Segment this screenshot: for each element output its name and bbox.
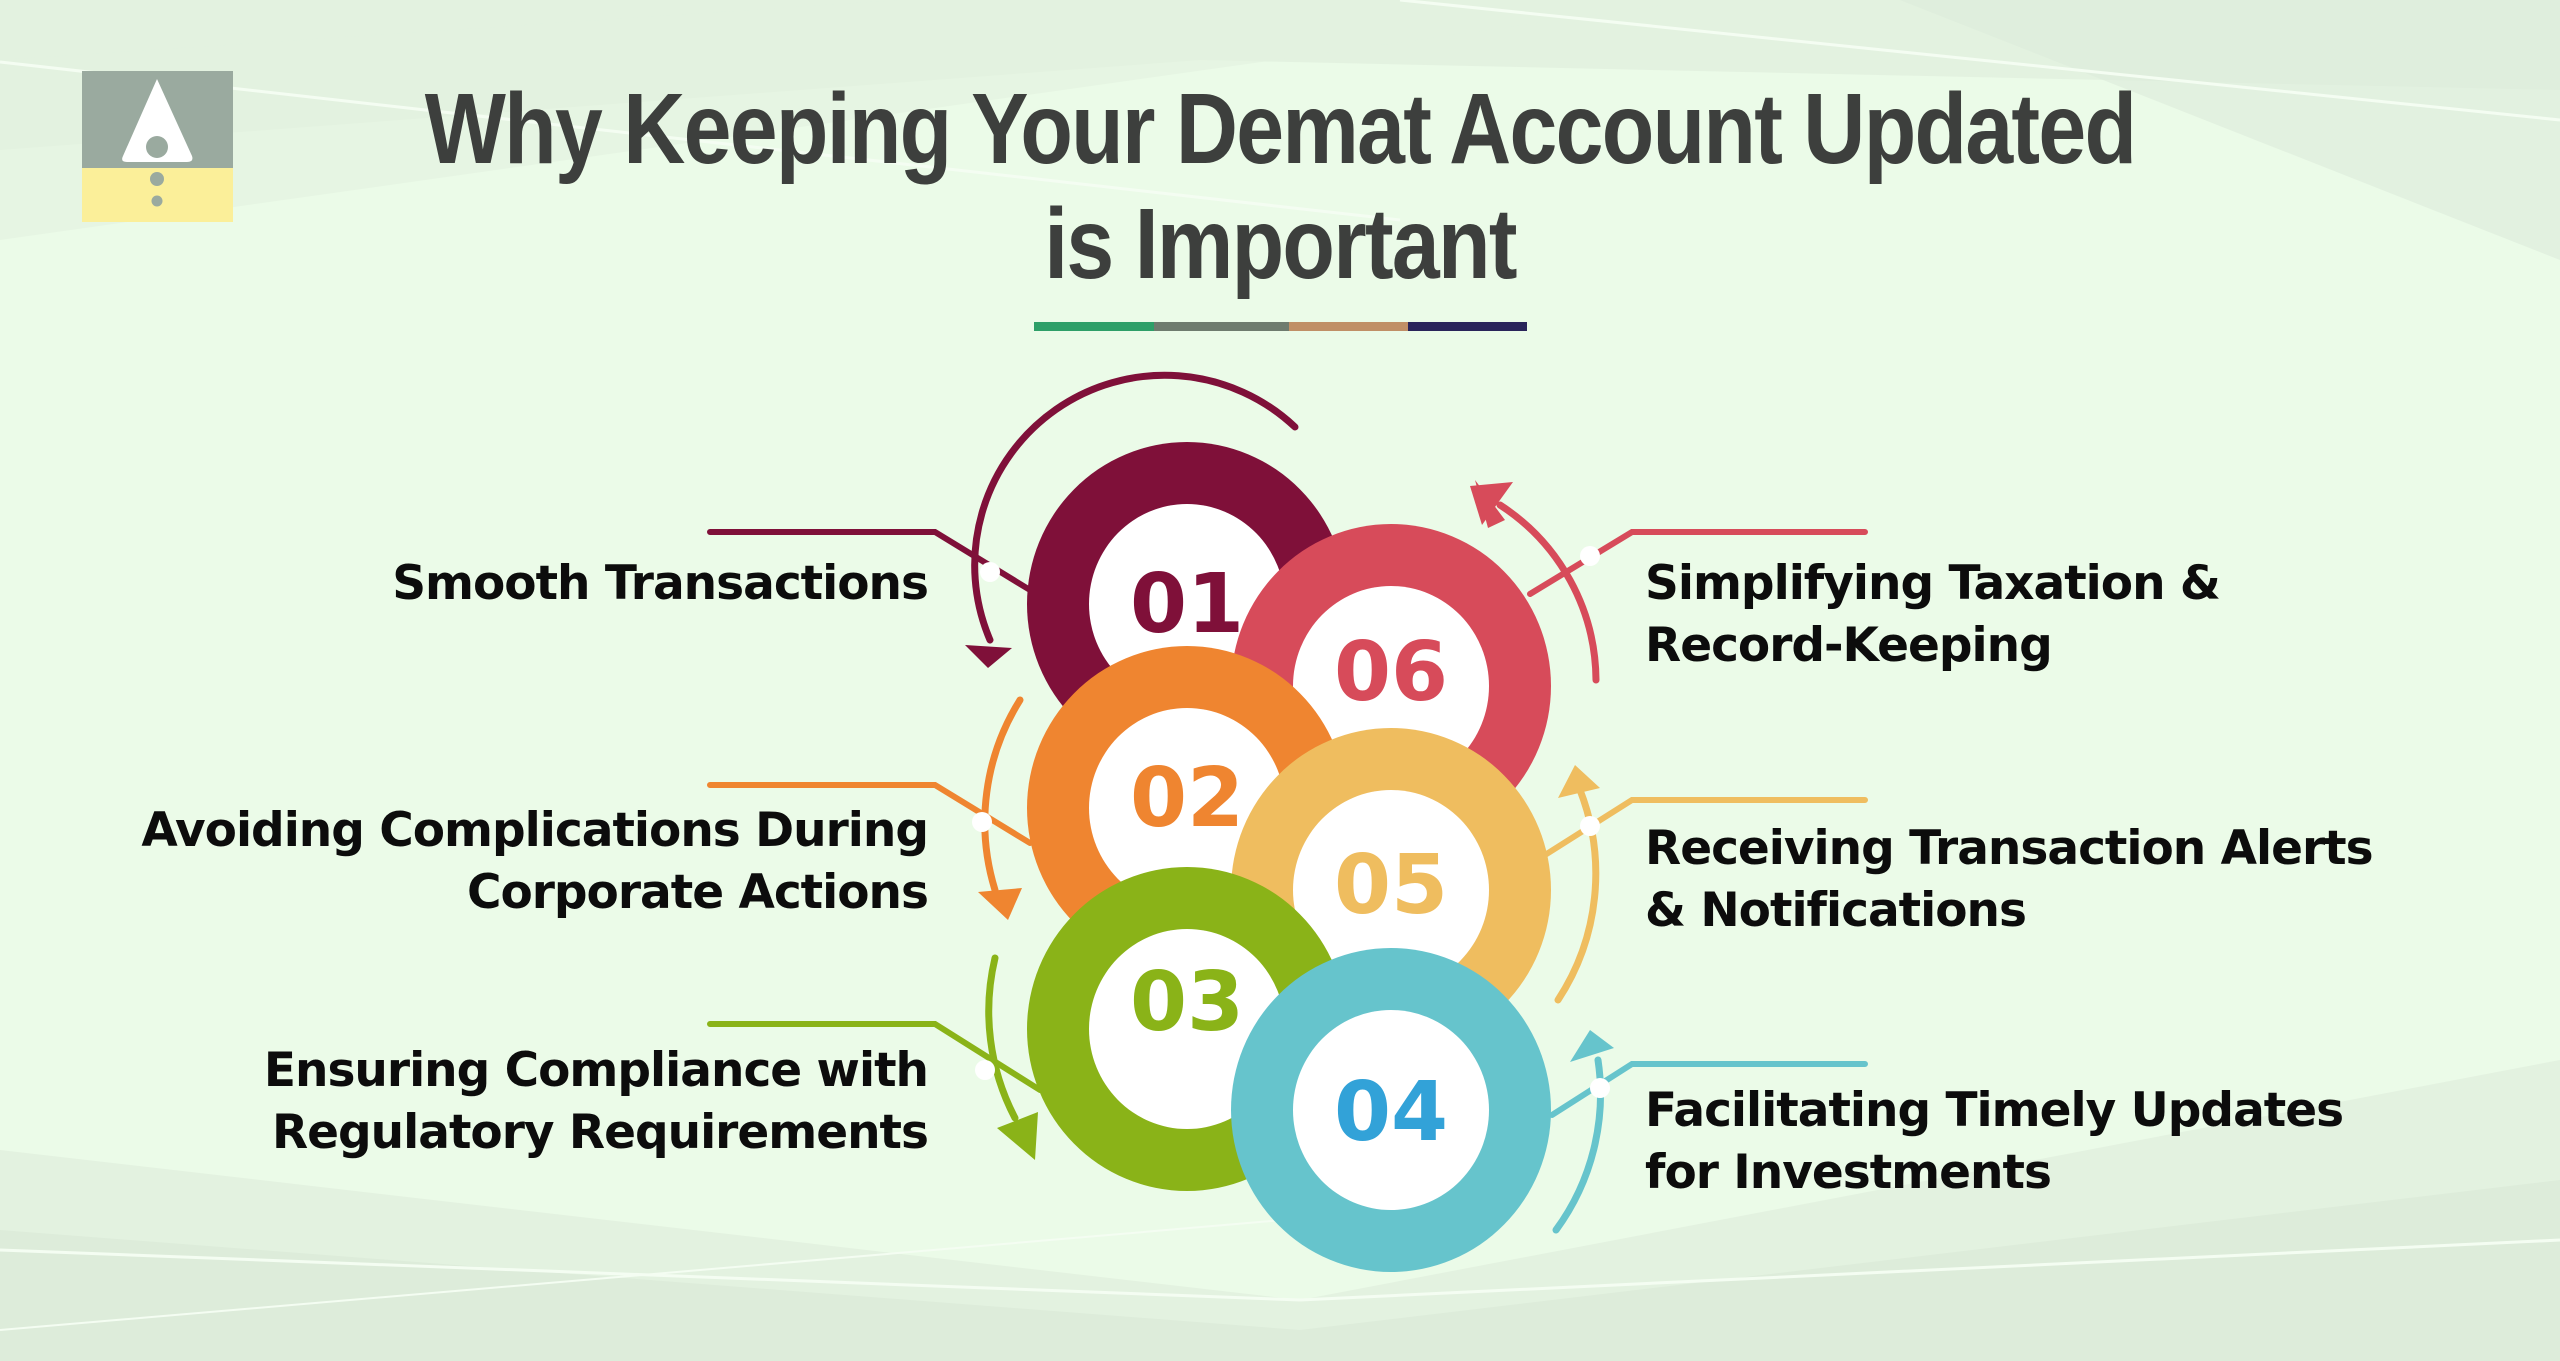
step-label-02: Avoiding Complications During Corporate …	[141, 803, 929, 920]
underline-segment-gray	[1154, 322, 1289, 331]
connector-06	[1527, 529, 1868, 597]
underline-segment-green	[1034, 322, 1154, 331]
connector-02	[707, 782, 1033, 846]
title-underline	[1034, 322, 1527, 331]
step-number-01: 01	[1130, 557, 1244, 652]
title-line-2: is Important	[1044, 188, 1517, 300]
arrow-01	[971, 371, 1299, 644]
step-label-04: Facilitating Timely Updates for Investme…	[1645, 1083, 2344, 1200]
step-number-02: 02	[1130, 751, 1244, 846]
step-label-06: Simplifying Taxation & Record-Keeping	[1645, 556, 2221, 673]
step-number-03: 03	[1130, 955, 1244, 1050]
step-label-03: Ensuring Compliance with Regulatory Requ…	[263, 1043, 929, 1160]
title-line-1: Why Keeping Your Demat Account Updated	[424, 73, 2137, 185]
step-number-04: 04	[1334, 1065, 1448, 1160]
arrow-03	[985, 954, 1019, 1122]
step-number-06: 06	[1334, 625, 1448, 720]
step-circle-04: 04	[1231, 948, 1551, 1272]
underline-segment-tan	[1289, 322, 1408, 331]
arrowhead-03-icon	[997, 1112, 1038, 1160]
warning-triangle-icon	[82, 71, 233, 222]
step-label-01: Smooth Transactions	[392, 556, 929, 611]
step-label-05: Receiving Transaction Alerts & Notificat…	[1645, 821, 2374, 938]
connector-04	[1549, 1061, 1868, 1118]
arrowhead-02-icon	[978, 888, 1022, 920]
arrow-06	[1496, 501, 1600, 684]
step-number-05: 05	[1334, 838, 1448, 933]
logo	[82, 71, 233, 222]
arrowhead-01-icon	[965, 645, 1012, 668]
page-title: Why Keeping Your Demat Account Updated i…	[179, 72, 2381, 302]
connector-05	[1542, 797, 1868, 858]
arrow-02	[981, 696, 1024, 894]
connector-03	[707, 1021, 1043, 1093]
arrowhead-04-icon	[1570, 1030, 1614, 1062]
arrowhead-05-icon	[1558, 765, 1600, 798]
underline-segment-navy	[1408, 322, 1527, 331]
